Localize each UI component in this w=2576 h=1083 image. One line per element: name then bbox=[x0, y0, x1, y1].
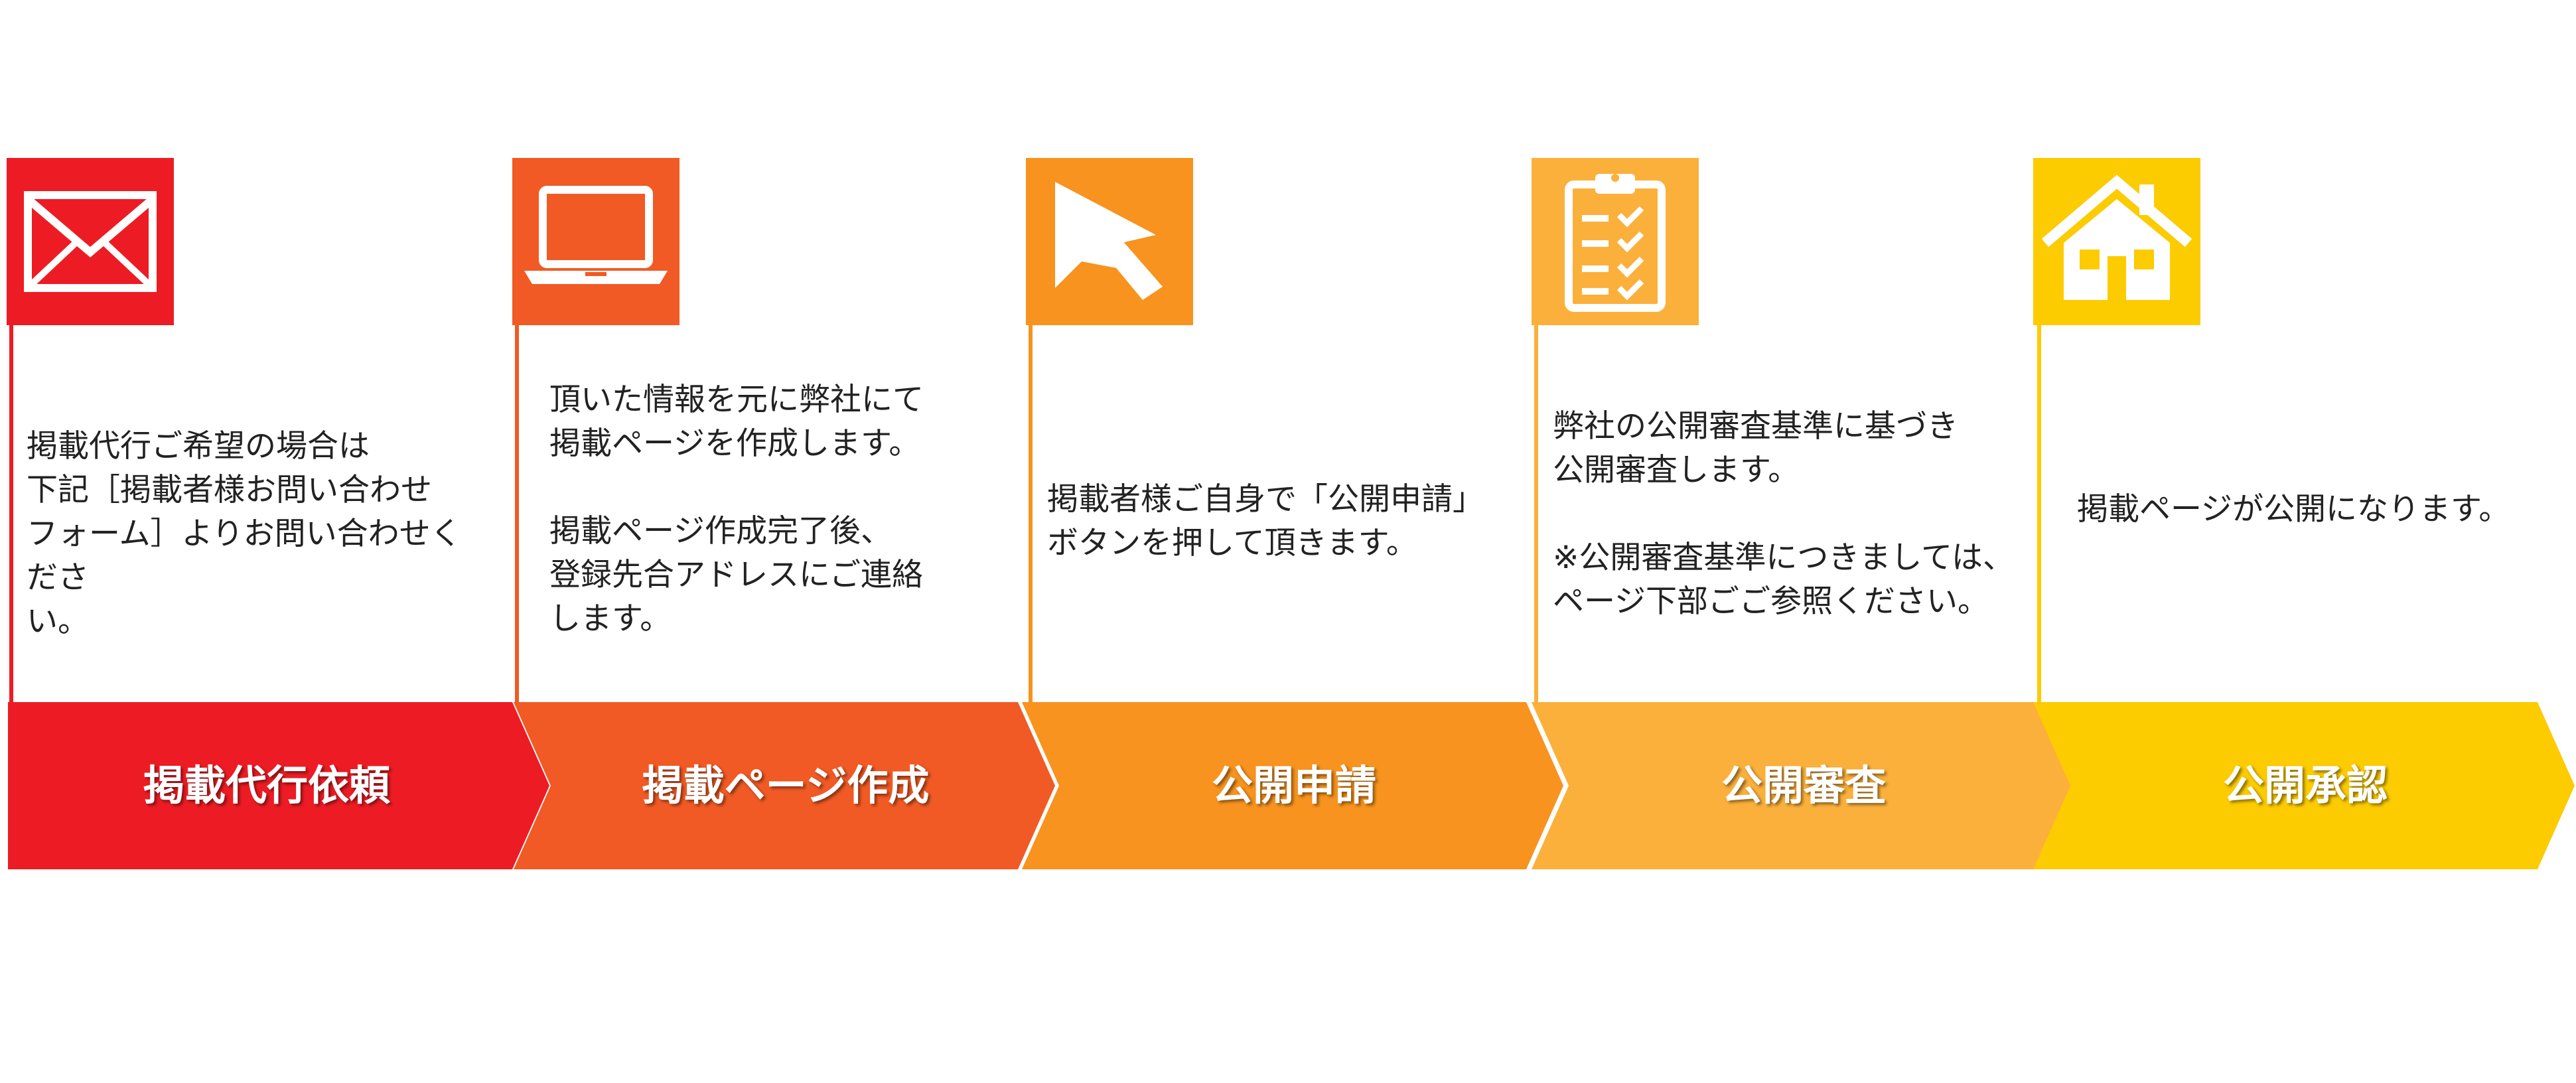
step-request-connector bbox=[9, 325, 13, 703]
step-create-label: 掲載ページ作成 bbox=[642, 761, 930, 810]
house-icon bbox=[2033, 158, 2200, 325]
step-review-description: 弊社の公開審査基準に基づき 公開審査します。 ※公開審査基準につきましては、 ペ… bbox=[1553, 408, 2015, 620]
clipboard-checklist-icon bbox=[1532, 158, 1699, 325]
step-approve-icon-box bbox=[2033, 158, 2200, 325]
step-apply-chevron: 公開申請 bbox=[1022, 702, 1563, 869]
step-approve-label: 公開承認 bbox=[2222, 761, 2388, 810]
step-approve-connector bbox=[2037, 325, 2041, 703]
laptop-icon bbox=[512, 158, 680, 325]
envelope-icon bbox=[7, 158, 174, 325]
step-create-chevron: 掲載ページ作成 bbox=[514, 702, 1055, 869]
step-apply-connector bbox=[1029, 325, 1033, 703]
step-create-connector bbox=[515, 325, 519, 703]
step-review-chevron: 公開審査 bbox=[1532, 702, 2073, 869]
step-review-icon-box bbox=[1532, 158, 1699, 325]
step-apply-label: 公開申請 bbox=[1211, 761, 1376, 810]
cursor-arrow-icon bbox=[1026, 158, 1193, 325]
step-request-icon-box bbox=[7, 158, 174, 325]
step-review-connector bbox=[1534, 325, 1538, 703]
step-apply-description: 掲載者様ご自身で「公開申請」 ボタンを押して頂きます。 bbox=[1047, 481, 1484, 561]
step-create-icon-box bbox=[512, 158, 680, 325]
step-apply-icon-box bbox=[1026, 158, 1193, 325]
step-approve-chevron: 公開承認 bbox=[2033, 702, 2575, 869]
step-request-label: 掲載代行依頼 bbox=[143, 761, 390, 810]
step-review-label: 公開審査 bbox=[1721, 761, 1886, 810]
step-create-description: 頂いた情報を元に弊社にて 掲載ページを作成します。 掲載ページ作成完了後、 登録… bbox=[549, 382, 924, 637]
step-request-chevron: 掲載代行依頼 bbox=[8, 702, 549, 869]
step-approve-description: 掲載ページが公開になります。 bbox=[2077, 491, 2510, 528]
step-request-description: 掲載代行ご希望の場合は 下記［掲載者様お問い合わせ フォーム］よりお問い合わせく… bbox=[27, 428, 462, 640]
